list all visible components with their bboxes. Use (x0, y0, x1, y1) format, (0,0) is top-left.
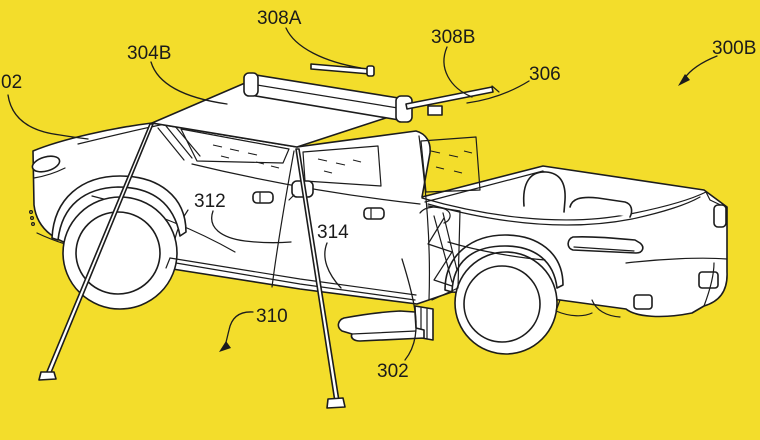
front-sensor-dot (31, 222, 36, 227)
tailgate-edge-light (713, 204, 727, 228)
leader-302 (401, 258, 417, 361)
gear-tunnel-step (337, 305, 434, 342)
leader-300B-arrowhead (678, 74, 690, 86)
label-312: 312 (194, 191, 226, 212)
leader-310-arrowhead (219, 341, 231, 352)
front-fascia-line (33, 167, 66, 179)
rocker-sill-end (165, 257, 171, 269)
leader-lines (7, 27, 718, 361)
front-door-cut (271, 150, 295, 288)
tunnel-step-mechanism (427, 217, 453, 287)
leader-308B (443, 46, 473, 98)
gear-tunnel (419, 205, 461, 301)
leader-308A (285, 27, 362, 69)
bed-near-rail (421, 191, 707, 221)
front-sensor-dot (30, 216, 35, 221)
label-306: 306 (529, 64, 561, 85)
label-302: 302 (377, 361, 409, 382)
bed-hump-2 (569, 196, 633, 218)
rear-crossbar (405, 85, 500, 110)
label-02: 02 (1, 72, 22, 93)
label-308A: 308A (257, 8, 302, 29)
door-handle-front (252, 191, 274, 204)
step-tray (337, 310, 425, 342)
bed-near-rail-inner (427, 196, 701, 226)
rocker-sill-inner (175, 262, 416, 301)
housing-bracket (427, 105, 443, 116)
front-crossbar (310, 63, 375, 77)
front-wheel (62, 196, 178, 310)
leader-02 (7, 94, 89, 140)
glass-reflections (212, 144, 473, 174)
awning-housing (243, 72, 443, 123)
taillight (567, 235, 644, 254)
rear-rim (463, 265, 541, 343)
front-rim (75, 211, 161, 295)
awning-pole-front (38, 123, 154, 381)
label-310: 310 (256, 306, 288, 327)
rocker-sill-top (169, 257, 417, 296)
rear-door-window (302, 145, 382, 187)
front-fender-flare (51, 175, 187, 241)
pole-foot (326, 397, 346, 409)
label-308B: 308B (431, 27, 475, 48)
label-304B: 304B (127, 43, 171, 64)
leader-314 (324, 242, 342, 289)
quarter-window (420, 136, 481, 193)
leader-306 (466, 80, 530, 104)
bed-floor-line (447, 241, 546, 261)
rear-door-cut (418, 135, 431, 301)
awning-pole-rear (295, 148, 346, 409)
a-pillar-stripe (157, 127, 185, 161)
headlight (31, 155, 61, 173)
rear-wheel (454, 251, 558, 355)
label-300B: 300B (712, 38, 756, 59)
hood-crease (77, 123, 166, 145)
rear-bumper (555, 257, 728, 318)
a-pillar-stripe (165, 125, 193, 159)
truck-bed (421, 170, 728, 318)
door-handle-rear (363, 207, 385, 220)
leader-304B (150, 61, 228, 105)
leader-300B (683, 55, 718, 80)
leader-312 (211, 210, 292, 244)
bed-hump (522, 171, 566, 213)
label-314: 314 (317, 222, 349, 243)
reference-labels: 02 304B 308A 308B 306 300B 312 314 310 3… (1, 8, 756, 382)
windshield (180, 128, 290, 164)
cab-detail (157, 124, 481, 301)
leader-310 (224, 311, 254, 347)
front-sensor-dot (29, 210, 34, 215)
pole-foot (38, 371, 57, 381)
